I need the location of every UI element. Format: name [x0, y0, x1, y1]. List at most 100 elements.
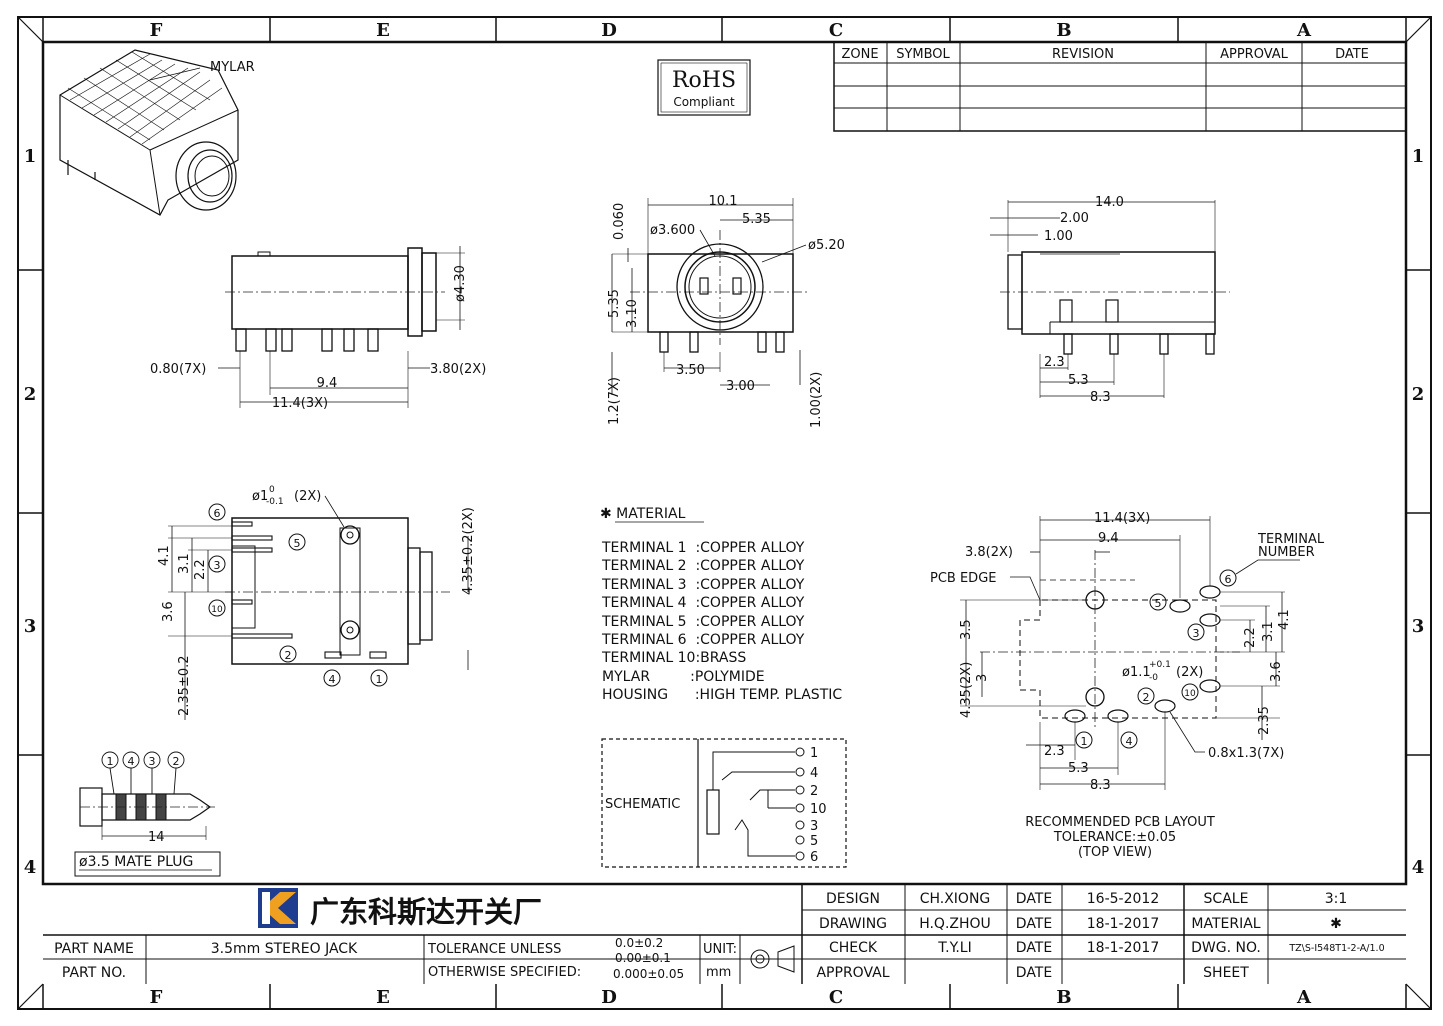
schematic-pin: 2	[810, 784, 818, 799]
material-line: TERMINAL 1 :COPPER ALLOY	[601, 540, 805, 556]
right-s1-dim: 2.3	[1044, 355, 1065, 370]
side-pin-right-dim: 3.80(2X)	[430, 362, 486, 377]
front-pin2-dim: 1.00(2X)	[809, 372, 824, 428]
bottom-d31-dim: 3.1	[177, 553, 192, 574]
revision-header-zone: ZONE	[841, 47, 878, 62]
schematic-pin: 4	[810, 766, 818, 781]
pcb-number-label: NUMBER	[1258, 545, 1315, 560]
terminal-number: 3	[1193, 627, 1200, 640]
front-view: 10.1 5.35 ø3.600 ø5.20 0.060 5.35 3.10 1…	[607, 194, 845, 428]
pcb-layout: 6 5 3 10 2 1 4 11.4(3X) 9.4 3.8(2X) PCB …	[930, 511, 1325, 860]
pcb-r4-dim: 3.6	[1269, 661, 1284, 682]
zone-labels: F E D C B A F E D C B A 1 2 3 4 1 2 3 4	[24, 20, 1425, 1008]
side-span2-dim: 11.4(3X)	[272, 396, 328, 411]
title-value: 3:1	[1325, 891, 1348, 907]
title-block: 广东科斯达开关厂 PART NAME 3.5mm STEREO JACK PAR…	[43, 884, 1406, 984]
terminal-number: 3	[214, 559, 221, 572]
zone-col-label: C	[829, 987, 843, 1008]
zone-row-label: 1	[24, 146, 37, 167]
terminal-number: 10	[211, 605, 223, 615]
zone-row-label: 2	[1412, 384, 1425, 405]
schematic-pin: 3	[810, 819, 818, 834]
front-half-dim: 5.35	[742, 212, 771, 227]
revision-header-date: DATE	[1335, 47, 1369, 62]
pcb-pad-dim: 0.8x1.3(7X)	[1208, 746, 1284, 761]
bottom-d41-dim: 4.1	[157, 545, 172, 566]
rohs-badge: RoHS Compliant	[657, 59, 751, 116]
right-d1-dim: 2.00	[1060, 211, 1089, 226]
material-line: TERMINAL 3 :COPPER ALLOY	[601, 577, 805, 593]
zone-col-label: F	[150, 20, 163, 41]
title-key: MATERIAL	[1191, 916, 1260, 932]
terminal-number: 4	[1126, 735, 1133, 748]
pcb-caption: RECOMMENDED PCB LAYOUT	[1025, 815, 1215, 830]
tolerance-label-2: OTHERWISE SPECIFIED:	[428, 965, 581, 980]
bottom-bot-dim: 2.35±0.2	[177, 655, 192, 716]
schematic-pin: 10	[810, 802, 827, 817]
pcb-hole-dim: ø1.1	[1122, 665, 1151, 680]
front-pin1-dim: 1.2(7X)	[607, 377, 622, 425]
title-date: 18-1-2017	[1087, 940, 1159, 956]
zone-row-label: 3	[24, 616, 37, 637]
zone-row-label: 2	[24, 384, 37, 405]
title-person: T.Y.LI	[937, 940, 971, 956]
bottom-d22-dim: 2.2	[193, 559, 208, 580]
pcb-l2-dim: 4.35(2X)	[959, 662, 974, 718]
revision-header-approval: APPROVAL	[1220, 47, 1289, 62]
schematic-pin: 1	[810, 746, 818, 761]
pcb-hole-tol-up: +0.1	[1149, 660, 1171, 670]
title-role: DRAWING	[819, 916, 887, 932]
pcb-b3-dim: 8.3	[1090, 778, 1111, 793]
company-name: 广东科斯达开关厂	[310, 895, 542, 929]
rohs-compliant-label: Compliant	[673, 95, 735, 109]
material-title: ✱ MATERIAL	[600, 506, 686, 522]
plug-ring-number: 2	[173, 755, 180, 768]
zone-col-label: A	[1296, 987, 1312, 1008]
terminal-number: 1	[1081, 735, 1088, 748]
terminal-number: 1	[376, 673, 383, 686]
pcb-edge-label: PCB EDGE	[930, 571, 996, 586]
sheet-frame	[17, 16, 1432, 1010]
terminal-number: 5	[1155, 597, 1162, 610]
material-line: TERMINAL 4 :COPPER ALLOY	[601, 595, 805, 611]
tolerance-value-3: 0.000±0.05	[613, 967, 684, 981]
title-date-label: DATE	[1016, 940, 1052, 956]
material-line: TERMINAL 5 :COPPER ALLOY	[601, 614, 805, 630]
front-p2-dim: 3.00	[726, 379, 755, 394]
title-key: SCALE	[1204, 891, 1249, 907]
pcb-r2-dim: 3.1	[1261, 621, 1276, 642]
terminal-number: 2	[285, 649, 292, 662]
side-span1-dim: 9.4	[317, 376, 338, 391]
front-d2-dim: ø5.20	[808, 238, 845, 253]
title-role: CHECK	[829, 940, 878, 956]
schematic-label: SCHEMATIC	[605, 797, 680, 812]
schematic-pin: 6	[810, 850, 818, 865]
zone-row-label: 4	[1412, 857, 1425, 878]
title-key: DWG. NO.	[1191, 940, 1261, 956]
terminal-number: 4	[329, 673, 336, 686]
right-view: 14.0 2.00 1.00 2.3 5.3 8.3	[990, 195, 1230, 405]
pcb-terminal-callouts: 6 5 3 10 2 1 4	[1075, 569, 1237, 749]
title-value: ✱	[1330, 916, 1342, 932]
material-line: TERMINAL 6 :COPPER ALLOY	[601, 632, 805, 648]
bottom-right-dim: 4.35±0.2(2X)	[461, 507, 476, 595]
revision-table: ZONE SYMBOL REVISION APPROVAL DATE	[833, 41, 1407, 132]
tolerance-label-1: TOLERANCE UNLESS	[427, 942, 561, 957]
pcb-hole-qty: (2X)	[1176, 665, 1203, 680]
pcb-r5-dim: 2.35	[1257, 706, 1272, 735]
right-width-dim: 14.0	[1095, 195, 1124, 210]
bottom-d36-dim: 3.6	[161, 601, 176, 622]
pcb-b1-dim: 2.3	[1044, 744, 1065, 759]
mylar-label: MYLAR	[210, 60, 255, 75]
title-person: CH.XIONG	[920, 891, 991, 907]
company-logo	[258, 888, 298, 928]
title-date-label: DATE	[1016, 891, 1052, 907]
title-role: APPROVAL	[816, 965, 889, 981]
title-person: H.Q.ZHOU	[919, 916, 991, 932]
side-view: ø4.30 9.4 11.4(3X) 0.80(7X) 3.80(2X)	[150, 246, 486, 411]
unit-value: mm	[706, 965, 731, 980]
pcb-w1-dim: 11.4(3X)	[1094, 511, 1150, 526]
side-dia-dim: ø4.30	[453, 265, 468, 302]
mate-plug: 1 4 3 2 14 ø3.5 MATE PLUG	[74, 751, 221, 877]
